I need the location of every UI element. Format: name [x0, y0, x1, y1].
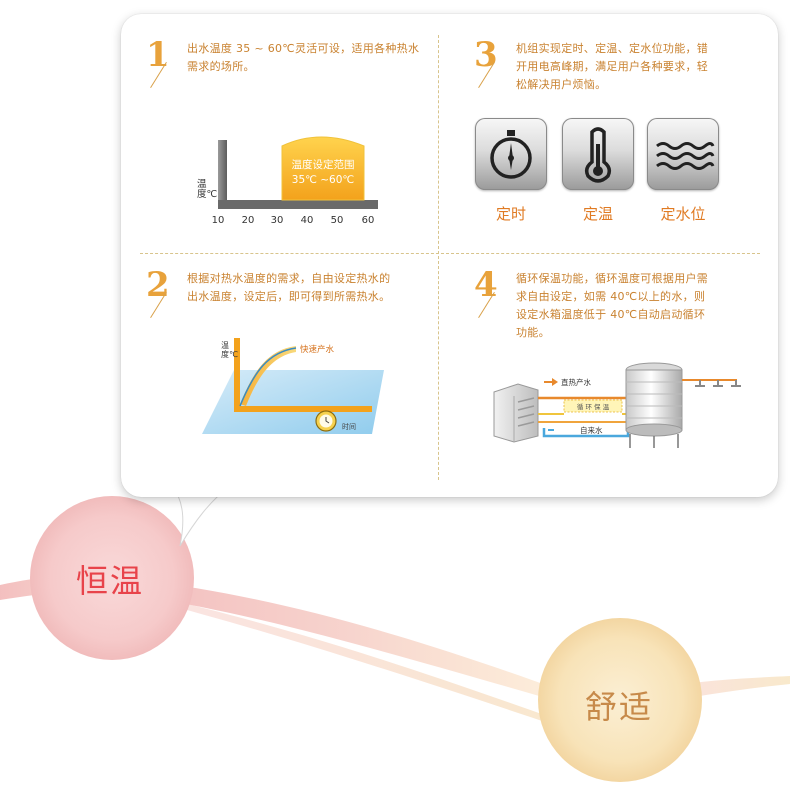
range-box-line1: 温度设定范围: [292, 158, 355, 171]
timer-label: 定时: [495, 205, 526, 223]
ribbon-thin: [150, 595, 600, 739]
loop-label: 循 环 保 温: [577, 402, 610, 411]
desc-line: 开用电高峰期，满足用户各种要求，轻: [516, 60, 709, 73]
horizontal-divider: [140, 253, 760, 254]
temperature-curve: [240, 346, 296, 406]
desc-line: 机组实现定时、定温、定水位功能，错: [516, 42, 709, 55]
desc-line: 循环保温功能，循环温度可根据用户需: [516, 272, 709, 285]
vertical-divider: [438, 35, 439, 480]
chart-y-label: 温度℃: [221, 341, 238, 359]
section-1-description: 出水温度 35 ~ 60℃灵活可设，适用各种热水 需求的场所。: [187, 40, 419, 76]
water-tank: [625, 369, 683, 431]
tank-legs: [629, 434, 679, 448]
chart-y-label: 温度℃: [197, 179, 217, 200]
desc-line: 出水温度 35 ~ 60℃灵活可设，适用各种热水: [187, 42, 420, 55]
water-plane: [202, 370, 384, 434]
bubble-right: [538, 618, 702, 782]
water-level-tile: [647, 118, 719, 190]
bubble-left: [30, 496, 194, 660]
chart-y-axis: [234, 338, 240, 412]
chart-tick: 30: [271, 215, 284, 226]
cold-water-pipe: [542, 428, 630, 438]
hot-arrow-head: [552, 378, 558, 386]
cold-water-label: 自来水: [580, 425, 603, 435]
x-axis-label: 时间: [342, 422, 356, 431]
tank-bands: [626, 381, 682, 419]
heat-pump-unit: [493, 383, 539, 443]
section-number-1: 1: [146, 35, 170, 75]
chart-tick: 60: [362, 215, 375, 226]
chart-tick: 50: [331, 215, 344, 226]
curve-label: 快速产水: [300, 344, 335, 355]
water-waves-icon: [656, 142, 715, 170]
outlet-pipe: [682, 379, 737, 386]
stopwatch-icon: [490, 130, 532, 179]
chart-tick: 10: [212, 215, 225, 226]
temperature-range-chart: 温度设定范围 35℃ ~60℃ 10 20 30 40 50 60: [212, 136, 378, 226]
circulation-diagram: 直热产水 循 环 保 温 自来水: [493, 362, 741, 448]
loop-label-box: [563, 399, 623, 413]
ribbon-main: [140, 580, 560, 702]
shower-heads-icon: [695, 380, 741, 387]
chart-tick: 20: [242, 215, 255, 226]
chart-x-axis: [234, 406, 372, 412]
range-box-line2: 35℃ ~60℃: [292, 174, 354, 186]
chart-x-axis: [218, 200, 378, 209]
thermostat-tile: [562, 118, 634, 190]
section-number-4: 4: [474, 265, 498, 305]
range-box: [281, 136, 365, 201]
section-3-description: 机组实现定时、定温、定水位功能，错 开用电高峰期，满足用户各种要求，轻 松解决用…: [516, 40, 708, 94]
temperature-curve-shadow: [239, 347, 297, 407]
section-number-3: 3: [474, 35, 498, 75]
desc-line: 设定水箱温度低于 40℃自动启动循环: [516, 308, 706, 321]
desc-line: 求自由设定，如需 40℃以上的水，则: [516, 290, 706, 303]
desc-line: 根据对热水温度的需求，自由设定热水的: [187, 272, 391, 285]
timer-tile: [475, 118, 547, 190]
section-4-description: 循环保温功能，循环温度可根据用户需 求自由设定，如需 40℃以上的水，则 设定水…: [516, 270, 708, 342]
section-number-2: 2: [146, 265, 170, 305]
desc-line: 功能。: [516, 326, 550, 339]
tank-bottom: [625, 423, 683, 437]
desc-line: 需求的场所。: [187, 60, 255, 73]
chart-tick: 40: [301, 215, 314, 226]
water-level-label: 定水位: [660, 205, 706, 223]
fast-heating-chart: 快速产水 时间: [202, 338, 384, 434]
clock-hands: [325, 417, 330, 424]
thermostat-label: 定温: [582, 205, 613, 223]
desc-line: 出水温度，设定后，即可得到所需热水。: [187, 290, 391, 303]
bubble-right-label: 舒适: [585, 688, 654, 726]
bubble-left-label: 恒温: [76, 562, 145, 600]
section-2-description: 根据对热水温度的需求，自由设定热水的 出水温度，设定后，即可得到所需热水。: [187, 270, 390, 306]
desc-line: 松解决用户烦恼。: [516, 78, 607, 91]
hot-water-label: 直热产水: [561, 377, 591, 387]
unit-grille: [517, 397, 535, 427]
thermometer-icon: [584, 127, 612, 183]
chart-y-axis: [218, 140, 227, 208]
